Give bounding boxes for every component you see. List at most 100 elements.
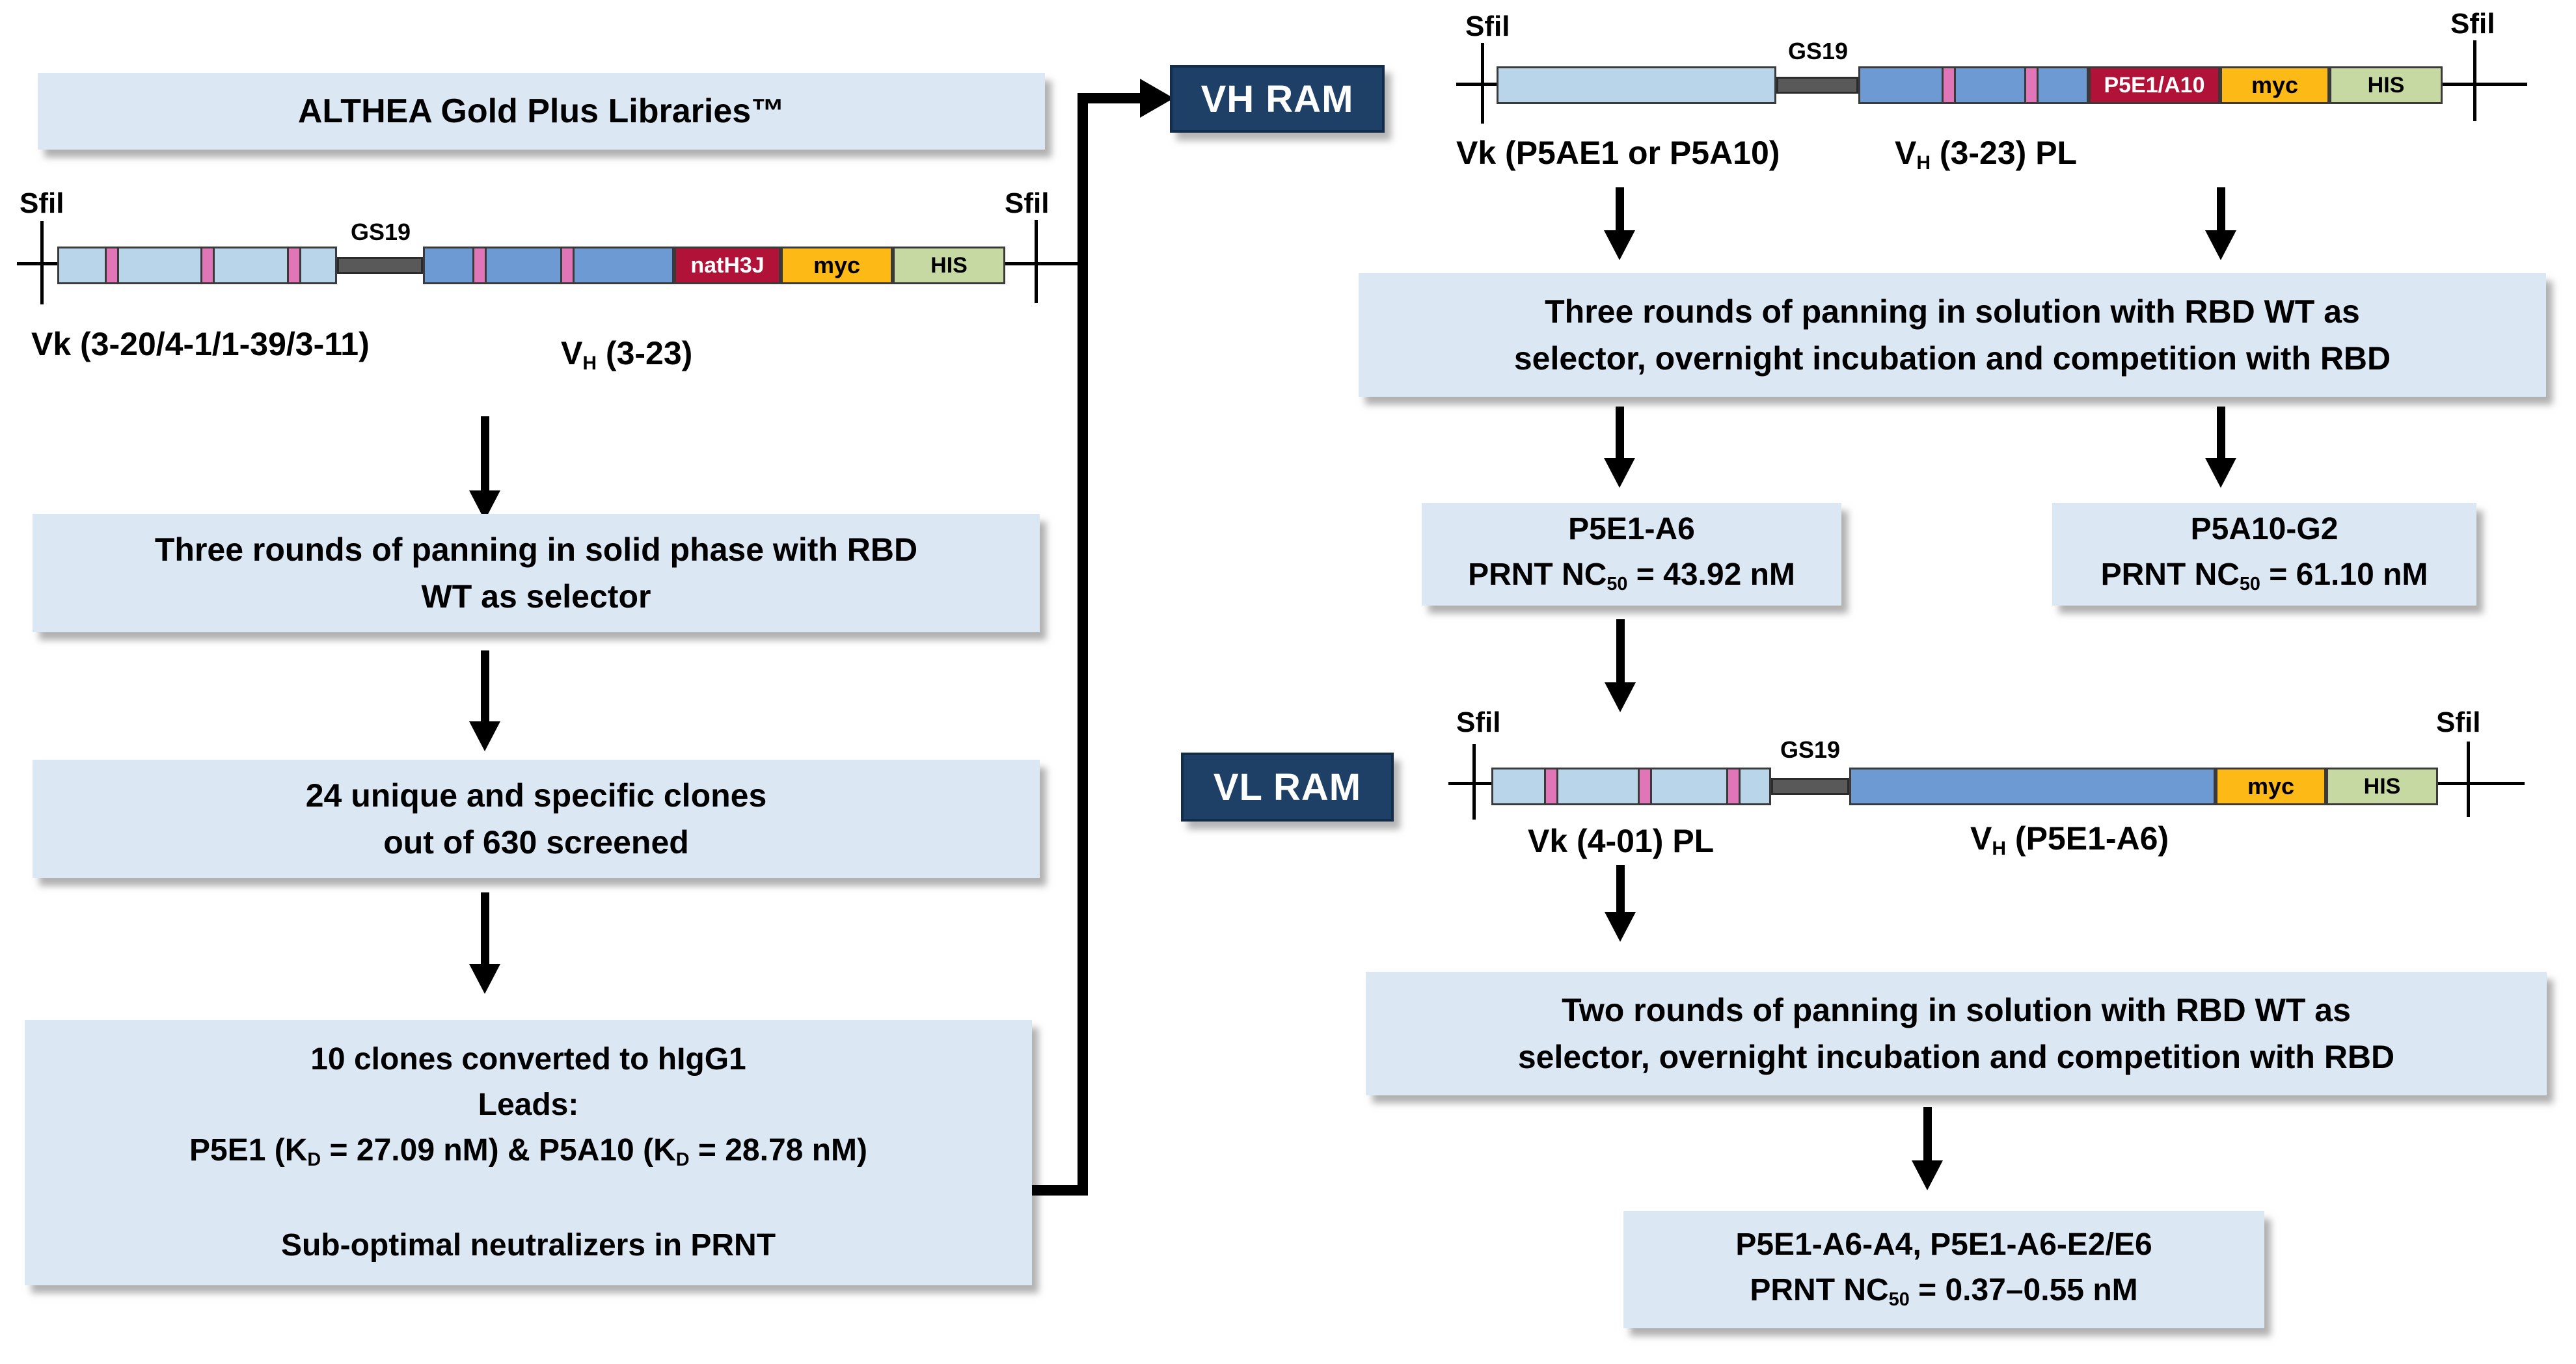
arrow-head xyxy=(1604,458,1635,488)
final-clones-box: P5E1-A6-A4, P5E1-A6-E2/E6 PRNT NC50 = 0.… xyxy=(1623,1211,2264,1328)
arrow-head xyxy=(469,721,500,751)
sfil-label-right: Sfil xyxy=(2436,706,2481,738)
sfil-site-right xyxy=(2473,40,2476,121)
arrow-shaft xyxy=(1923,1107,1932,1160)
down-arrow xyxy=(1604,187,1635,260)
gs19-linker xyxy=(1776,77,1858,94)
cdr-stripe xyxy=(105,248,119,282)
box-text-line: P5E1-A6-A4, P5E1-A6-E2/E6 xyxy=(1735,1227,2152,1262)
his-tag-segment: HIS xyxy=(2326,768,2438,805)
arrow-head xyxy=(1604,230,1635,260)
arrow-head xyxy=(469,964,500,994)
down-arrow xyxy=(469,892,500,994)
p5a10-g2-box: P5A10-G2 PRNT NC50 = 61.10 nM xyxy=(2052,503,2476,606)
arrow-shaft xyxy=(1615,187,1624,230)
vl-ram-box: VL RAM xyxy=(1181,753,1394,822)
sfil-site-left xyxy=(1481,43,1484,124)
sfil-label-right: Sfil xyxy=(1005,187,1050,219)
box-text-line: PRNT NC50 = 0.37–0.55 nM xyxy=(1750,1273,2138,1311)
vh-segment xyxy=(423,247,674,284)
sfil-label-left: Sfil xyxy=(1456,706,1501,738)
gs19-linker xyxy=(1771,778,1849,795)
cdr-stripe xyxy=(560,248,575,282)
nath3j-segment: natH3J xyxy=(674,247,781,284)
arrow-head xyxy=(1605,682,1636,712)
arrow-shaft xyxy=(1616,619,1625,682)
down-arrow xyxy=(1605,865,1636,942)
down-arrow xyxy=(469,650,500,751)
library-title: ALTHEA Gold Plus Libraries™ xyxy=(297,92,785,130)
cdr-stripe xyxy=(200,248,215,282)
box-text-line: Sub-optimal neutralizers in PRNT xyxy=(280,1228,776,1263)
two-rounds-panning-box: Two rounds of panning in solution with R… xyxy=(1366,972,2547,1095)
box-text-line: Two rounds of panning in solution with R… xyxy=(1562,992,2351,1028)
gs19-label: GS19 xyxy=(350,219,411,245)
box-text-line: P5E1 (KD = 27.09 nM) & P5A10 (KD = 28.78… xyxy=(189,1133,867,1171)
down-arrow xyxy=(2205,187,2236,260)
arrow-head xyxy=(1605,912,1636,942)
cdr-stripe xyxy=(1726,769,1741,803)
arrow-head xyxy=(2205,230,2236,260)
solution-panning-box: Three rounds of panning in solution with… xyxy=(1359,273,2546,397)
box-text-line: WT as selector xyxy=(421,578,651,615)
vk-segment xyxy=(1491,768,1771,805)
arrow-shaft xyxy=(1616,865,1625,912)
solid-phase-panning-box: Three rounds of panning in solid phase w… xyxy=(33,514,1040,632)
box-text-line: 10 clones converted to hIgG1 xyxy=(310,1042,746,1076)
vl-ram-label: VL RAM xyxy=(1213,766,1362,809)
box-text-line: out of 630 screened xyxy=(383,824,689,861)
vk-segment xyxy=(1497,66,1776,104)
vh-segment xyxy=(1849,768,2216,805)
box-text-line: Three rounds of panning in solid phase w… xyxy=(154,531,918,568)
down-arrow xyxy=(1604,407,1635,488)
sfil-site-right xyxy=(1035,220,1038,303)
vh-segment xyxy=(1858,66,2089,104)
box-text-line: P5E1-A6 xyxy=(1568,512,1695,546)
vh-ram-box: VH RAM xyxy=(1170,65,1385,133)
arrow-head xyxy=(1912,1160,1943,1190)
p5e1-a6-box: P5E1-A6 PRNT NC50 = 43.92 nM xyxy=(1422,503,1841,606)
cdr-stripe xyxy=(472,248,487,282)
cdr-stripe xyxy=(1942,68,1956,102)
sfil-site-left xyxy=(1472,744,1476,820)
vh-construct-label: VH (P5E1-A6) xyxy=(1970,820,2169,860)
box-text-line: selector, overnight incubation and compe… xyxy=(1517,1039,2395,1075)
myc-tag-segment: myc xyxy=(2216,768,2326,805)
sfil-site-right xyxy=(2467,742,2470,817)
arrow-shaft xyxy=(480,416,489,490)
myc-tag-segment: myc xyxy=(781,247,893,284)
leads-box: 10 clones converted to hIgG1 Leads: P5E1… xyxy=(25,1020,1032,1285)
cdr-stripe xyxy=(1638,769,1652,803)
box-text-line: PRNT NC50 = 61.10 nM xyxy=(2100,557,2428,595)
arrow-shaft xyxy=(2216,407,2225,458)
box-text-line: Three rounds of panning in solution with… xyxy=(1545,293,2360,330)
sfil-label-left: Sfil xyxy=(1465,10,1510,42)
gs19-linker xyxy=(337,257,423,274)
library-title-box: ALTHEA Gold Plus Libraries™ xyxy=(38,73,1045,150)
arrow-shaft xyxy=(1615,407,1624,458)
box-text-line: 24 unique and specific clones xyxy=(305,777,767,814)
arrow-shaft xyxy=(480,892,489,964)
down-arrow xyxy=(1605,619,1636,712)
gs19-label: GS19 xyxy=(1780,736,1841,763)
connector-stub xyxy=(1032,1185,1088,1196)
sfil-label-right: Sfil xyxy=(2450,8,2495,40)
down-arrow xyxy=(469,416,500,520)
vk-construct-label: Vk (P5AE1 or P5A10) xyxy=(1456,135,1780,171)
box-text-line: Leads: xyxy=(478,1088,579,1122)
vk-construct-label: Vk (4-01) PL xyxy=(1528,823,1715,859)
p5e1-a10-segment: P5E1/A10 xyxy=(2089,66,2220,104)
cdr-stripe xyxy=(1544,769,1558,803)
cdr-stripe xyxy=(287,248,301,282)
connector-arrow-head xyxy=(1140,79,1174,118)
vh-construct-label: VH (3-23) PL xyxy=(1895,135,2078,174)
connector-horizontal xyxy=(1078,93,1145,103)
gs19-label: GS19 xyxy=(1787,38,1849,64)
his-tag-segment: HIS xyxy=(2329,66,2443,104)
myc-tag-segment: myc xyxy=(2220,66,2329,104)
vh-library-label: VH (3-23) xyxy=(561,335,693,375)
arrow-head xyxy=(2205,458,2236,488)
cdr-stripe xyxy=(2024,68,2039,102)
vk-library-label: Vk (3-20/4-1/1-39/3-11) xyxy=(31,326,370,362)
